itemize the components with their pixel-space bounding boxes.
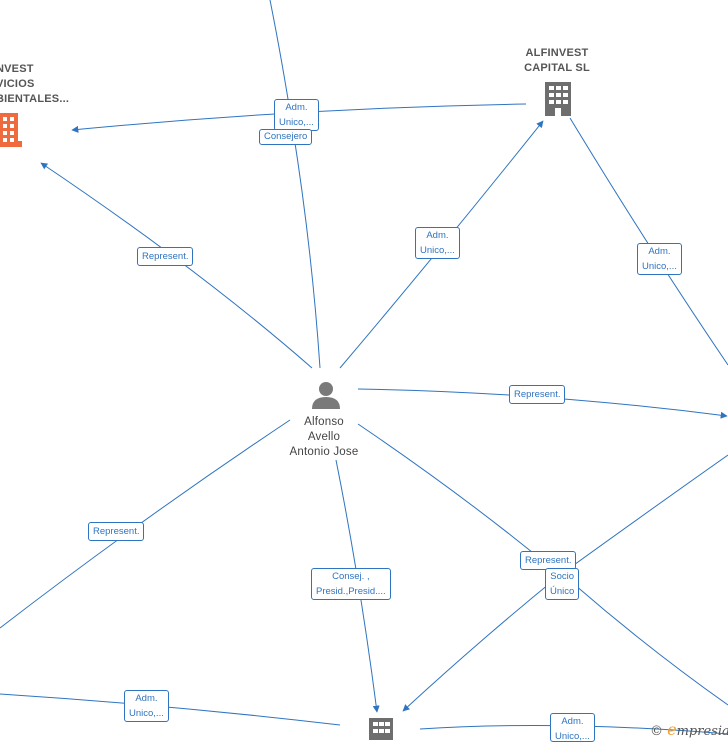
edge-line [574, 584, 728, 706]
edge-label-line: Consejero [264, 131, 308, 142]
edge-label-line: Adm. [426, 230, 449, 241]
edge-label-socio-unico[interactable]: Socio Único [545, 568, 580, 600]
edge-label-line: Socio [550, 571, 575, 582]
edge-label-consejero[interactable]: Consejero [259, 129, 313, 145]
edge-label-line: Unico,... [129, 708, 164, 719]
edge-line [40, 162, 313, 369]
edge-label-line: Unico,... [555, 731, 590, 742]
person-label-line: Alfonso [304, 416, 344, 428]
person-label-line: Antonio Jose [289, 446, 359, 458]
brand-text: mpresia [676, 724, 728, 739]
company-label-line: VICIOS [0, 78, 35, 90]
edge-label-adm-unico[interactable]: Adm. Unico,... [415, 227, 460, 259]
building-icon [0, 113, 18, 147]
company-label-left: NVEST VICIOS BIENTALES... [0, 62, 78, 107]
edge-label-line: Adm. [561, 716, 584, 727]
company-node-left[interactable] [0, 113, 22, 147]
edge-label-represent[interactable]: Represent. [509, 385, 566, 404]
edge-label-consej-presid[interactable]: Consej. , Presid.,Presid.... [311, 568, 391, 600]
edge-line [0, 419, 291, 629]
person-icon [319, 382, 333, 396]
edge-label-line: Consej. , [332, 571, 370, 582]
edge-line [402, 574, 561, 712]
edge-label-adm-unico[interactable]: Adm. Unico,... [124, 690, 169, 722]
edge-label-line: Represent. [514, 389, 561, 400]
edge-label-line: Unico,... [420, 245, 455, 256]
company-node-bottom[interactable] [369, 718, 393, 740]
edge-label-represent[interactable]: Represent. [88, 522, 145, 541]
company-label-line: ALFINVEST [525, 47, 589, 59]
edge-label-line: Represent. [142, 251, 189, 262]
edge-label-adm-unico[interactable]: Adm. Unico,... [637, 243, 682, 275]
edge-label-line: Presid.,Presid.... [316, 586, 386, 597]
company-label-line: NVEST [0, 63, 34, 75]
person-node-main[interactable] [312, 382, 340, 409]
company-node-alfinvest[interactable] [545, 82, 571, 116]
edge-label-adm-unico[interactable]: Adm. Unico,... [274, 99, 319, 131]
edge-label-line: Unico,... [279, 117, 314, 128]
edge-label-adm-unico[interactable]: Adm. Unico,... [550, 713, 595, 742]
brand-e: e [667, 720, 677, 739]
company-label-alfinvest: ALFINVEST CAPITAL SL [508, 46, 606, 76]
company-label-line: CAPITAL SL [524, 62, 590, 74]
edge-label-line: Único [550, 586, 575, 597]
edge-label-line: Represent. [525, 555, 572, 566]
company-label-line: BIENTALES... [0, 93, 70, 105]
edge-label-line: Adm. [135, 693, 158, 704]
copyright-symbol: © [650, 724, 663, 739]
person-label-main: Alfonso Avello Antonio Jose [274, 415, 374, 460]
edge-line [569, 117, 728, 366]
edge-label-line: Unico,... [642, 261, 677, 272]
edge-line [0, 693, 341, 726]
edge-label-represent[interactable]: Represent. [137, 247, 194, 266]
edge-line [292, 129, 321, 369]
edge-line [559, 454, 728, 576]
brand-logo: © empresia [650, 720, 728, 739]
edge-label-line: Adm. [285, 102, 308, 113]
edge-label-line: Adm. [648, 246, 671, 257]
person-label-line: Avello [307, 431, 341, 443]
edge-label-line: Represent. [93, 526, 140, 537]
